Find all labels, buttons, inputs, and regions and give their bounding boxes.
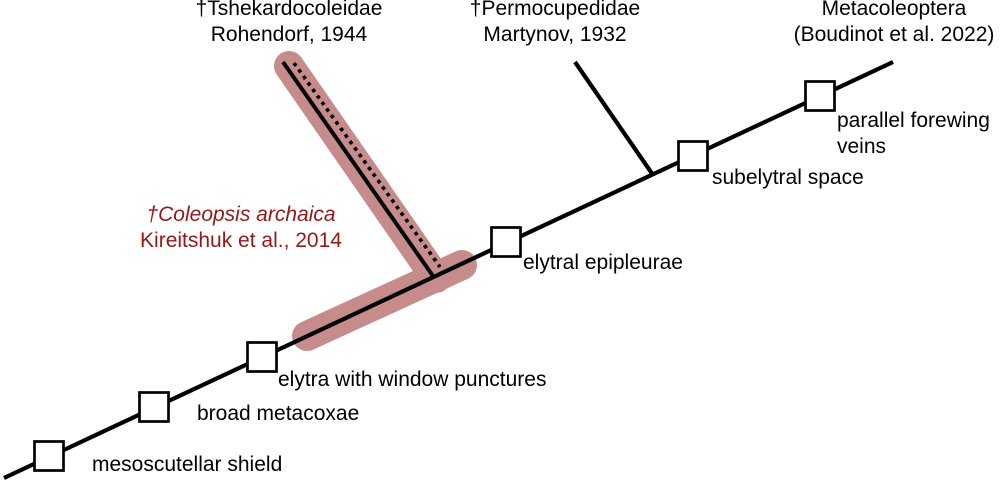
character-label-parallel-forewing-veins: parallel forewing veins bbox=[837, 109, 990, 158]
character-label-elytral-epipleurae: elytral epipleurae bbox=[523, 251, 683, 274]
clade-label-permocupedidae: †Permocupedidae Martynov, 1932 bbox=[470, 0, 640, 48]
taxon-authority: Martynov, 1932 bbox=[483, 23, 627, 46]
taxon-authority: Kireitshuk et al., 2014 bbox=[140, 229, 342, 252]
character-node-subelytral-space bbox=[677, 140, 709, 172]
taxon-authority: (Boudinot et al. 2022) bbox=[793, 23, 995, 46]
character-node-elytra-window-punctures bbox=[246, 341, 278, 373]
main-stem-line bbox=[3, 60, 894, 480]
taxon-name: †Tshekardocoleidae bbox=[195, 0, 383, 20]
character-label-mesoscutellar-shield: mesoscutellar shield bbox=[92, 453, 283, 476]
branch-permocupedidae bbox=[573, 60, 655, 177]
taxon-name: †Permocupedidae bbox=[469, 0, 641, 20]
taxon-name: †Coleopsis archaica bbox=[146, 203, 336, 226]
character-node-elytral-epipleurae bbox=[490, 226, 522, 258]
character-label-broad-metacoxae: broad metacoxae bbox=[197, 402, 360, 425]
clade-label-tshekardocoleidae: †Tshekardocoleidae Rohendorf, 1944 bbox=[196, 0, 383, 48]
taxon-name: Metacoleoptera bbox=[821, 0, 967, 20]
character-label-elytra-window-punctures: elytra with window punctures bbox=[278, 368, 547, 391]
character-node-broad-metacoxae bbox=[138, 391, 170, 423]
character-node-parallel-forewing-veins bbox=[804, 80, 836, 112]
branch-tshekardocoleidae bbox=[281, 60, 435, 278]
character-node-mesoscutellar-shield bbox=[33, 440, 65, 472]
coleopsis-dotted-branch-line bbox=[292, 61, 442, 269]
taxon-authority: Rohendorf, 1944 bbox=[210, 23, 368, 46]
character-label-subelytral-space: subelytral space bbox=[712, 166, 864, 189]
highlighted-taxon-label-coleopsis: †Coleopsis archaica Kireitshuk et al., 2… bbox=[140, 202, 342, 254]
clade-label-metacoleoptera: Metacoleoptera (Boudinot et al. 2022) bbox=[794, 0, 995, 48]
